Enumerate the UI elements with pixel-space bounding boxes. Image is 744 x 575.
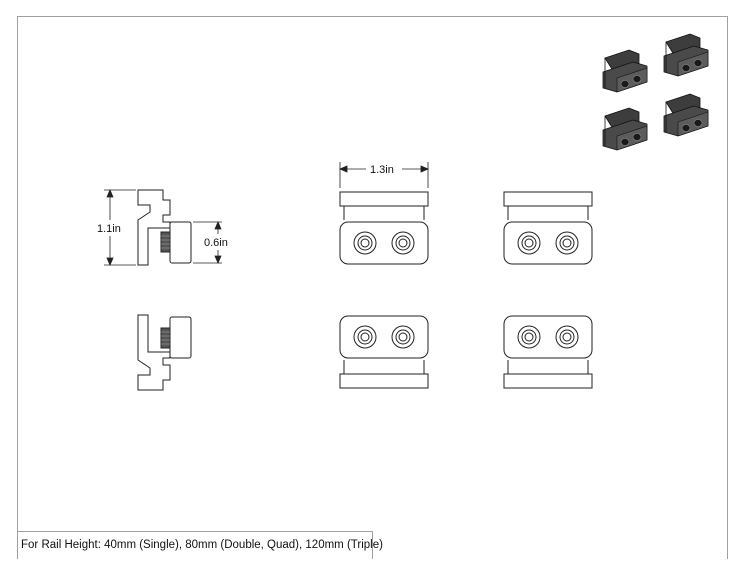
rail-height-note: For Rail Height: 40mm (Single), 80mm (Do… bbox=[21, 539, 383, 551]
front-view-bottom-left bbox=[339, 315, 429, 389]
width-label: 1.3in bbox=[370, 164, 394, 176]
height-label: 1.1in bbox=[97, 223, 121, 235]
front-view-top-right bbox=[503, 191, 593, 265]
title-block bbox=[17, 531, 373, 559]
depth-dimension bbox=[193, 220, 222, 265]
isometric-view-4 bbox=[663, 93, 709, 137]
isometric-view-1 bbox=[602, 49, 648, 93]
depth-label: 0.6in bbox=[204, 237, 228, 249]
height-dimension bbox=[104, 188, 136, 267]
drawing-border bbox=[17, 16, 728, 559]
front-view-top-left bbox=[339, 191, 429, 265]
side-view-top bbox=[137, 189, 192, 266]
width-dimension bbox=[338, 162, 430, 188]
front-view-bottom-right bbox=[503, 315, 593, 389]
isometric-view-2 bbox=[663, 33, 709, 77]
isometric-view-3 bbox=[602, 107, 648, 151]
side-view-bottom bbox=[137, 314, 192, 391]
